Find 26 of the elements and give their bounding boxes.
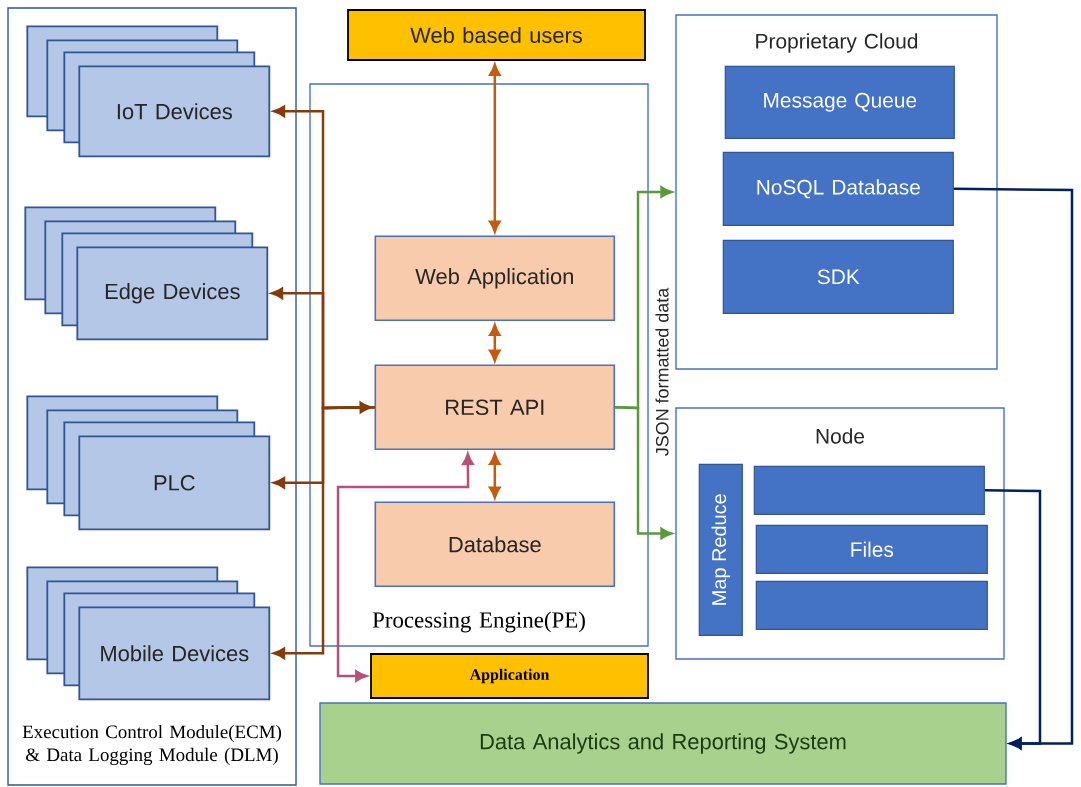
user-box: Web based users — [347, 9, 646, 61]
device-stack: PLC — [26, 395, 271, 531]
arrow — [489, 324, 501, 362]
service-box: NoSQL Database — [722, 151, 954, 226]
component-box: Web Application — [374, 235, 616, 322]
service-box — [755, 580, 988, 630]
arrow — [336, 453, 474, 682]
service-box: SDK — [722, 239, 954, 314]
app-box: Application — [370, 653, 649, 699]
service-box — [753, 465, 985, 515]
device-stack: IoT Devices — [26, 25, 271, 158]
device-stack: Mobile Devices — [26, 566, 271, 701]
device-stack: Edge Devices — [24, 206, 269, 341]
edge-label: JSON formatted data — [654, 287, 670, 457]
arrow — [984, 489, 1042, 750]
arrow — [273, 105, 372, 414]
arrow — [489, 63, 501, 233]
arrow — [615, 406, 673, 540]
system-bar: Data Analytics and Reporting System — [319, 702, 1007, 785]
service-box: Message Queue — [724, 65, 955, 139]
arrow — [273, 406, 375, 660]
service-box: Files — [755, 524, 988, 574]
service-bar: Map Reduce — [698, 463, 743, 636]
component-box: Database — [374, 501, 616, 588]
arrow — [489, 453, 501, 499]
component-box: REST API — [374, 364, 616, 451]
